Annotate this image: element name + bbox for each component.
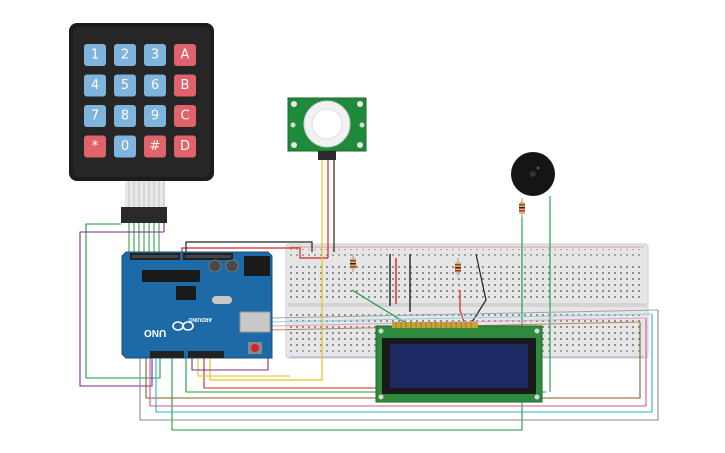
wire-lcd-top-cyan <box>269 313 653 323</box>
wire-red-lower <box>203 358 380 389</box>
keypad-connector <box>121 207 167 223</box>
keypad-key-label: 9 <box>151 109 159 124</box>
keypad-key-label: B <box>181 78 190 93</box>
wire-purple-left <box>79 212 165 387</box>
keypad-key-label: A <box>181 48 190 63</box>
keypad-key-A[interactable]: A <box>174 44 196 66</box>
wire-lcd-top-gray <box>269 309 659 319</box>
keypad-key-7[interactable]: 7 <box>84 105 106 127</box>
lcd-16x2[interactable] <box>375 322 543 403</box>
analog-header <box>188 351 224 358</box>
infinity-logo-icon <box>172 321 194 331</box>
keypad-key-4[interactable]: 4 <box>84 74 106 97</box>
keypad[interactable]: 1 2 3 A 4 5 6 B 7 8 9 C * 0 # D <box>69 23 214 223</box>
keypad-key-label: 5 <box>121 78 129 93</box>
power-header <box>150 351 184 358</box>
wire-black-gnd <box>185 241 313 252</box>
keypad-key-label: 4 <box>91 78 99 93</box>
wire-red-power <box>181 247 328 259</box>
keypad-key-label: * <box>92 139 99 154</box>
keypad-key-label: 2 <box>121 48 129 63</box>
piezo-buzzer[interactable] <box>511 152 555 196</box>
arduino-brand-label: ARDUINO <box>189 316 212 322</box>
crystal-icon <box>212 296 232 304</box>
keypad-key-D[interactable]: D <box>174 135 196 158</box>
wire-pir-yellow <box>209 160 323 381</box>
keypad-key-B[interactable]: B <box>174 74 196 97</box>
keypad-key-2[interactable]: 2 <box>114 44 136 66</box>
keypad-key-9[interactable]: 9 <box>144 105 166 127</box>
keypad-key-3[interactable]: 3 <box>144 44 166 66</box>
wire-lcd-gray <box>139 310 659 421</box>
keypad-ribbon <box>125 181 165 207</box>
keypad-key-label: # <box>150 139 161 154</box>
keypad-keys[interactable]: 1 2 3 A 4 5 6 B 7 8 9 C * 0 # D <box>84 44 196 158</box>
resistor-2[interactable] <box>455 258 461 276</box>
wire-lcd-pink <box>149 318 647 407</box>
keypad-key-6[interactable]: 6 <box>144 74 166 97</box>
lcd-screen <box>390 344 528 388</box>
keypad-key-star[interactable]: * <box>84 135 106 158</box>
keypad-key-label: 6 <box>151 78 159 93</box>
wire-green-left <box>85 223 161 379</box>
resistor-3[interactable] <box>519 198 525 218</box>
keypad-key-hash[interactable]: # <box>144 135 166 158</box>
keypad-key-label: 0 <box>121 139 129 154</box>
keypad-key-1[interactable]: 1 <box>84 44 106 66</box>
atmega-chip <box>142 270 200 282</box>
wire-buzzer-green-1 <box>171 216 523 431</box>
wire-lcd-cyan <box>155 314 653 413</box>
usb-port <box>239 311 271 333</box>
keypad-key-0[interactable]: 0 <box>114 135 136 158</box>
pir-sensor[interactable] <box>287 97 367 160</box>
uno-logo: UNO <box>144 327 166 338</box>
resistor-1[interactable] <box>350 254 356 272</box>
keypad-key-8[interactable]: 8 <box>114 105 136 127</box>
keypad-key-C[interactable]: C <box>174 105 196 127</box>
wire-bb-green-diag <box>351 289 405 323</box>
keypad-key-label: 7 <box>91 109 99 124</box>
keypad-key-label: 1 <box>91 48 99 63</box>
keypad-key-label: D <box>180 139 190 154</box>
lcd-pin-header <box>392 322 478 328</box>
keypad-key-5[interactable]: 5 <box>114 74 136 97</box>
uno-label: UNO <box>144 327 166 338</box>
wire-bb-black-3 <box>471 253 487 323</box>
wire-yellow-lower <box>197 358 290 377</box>
keypad-key-label: C <box>180 109 189 124</box>
power-jack <box>244 256 270 276</box>
keypad-key-label: 8 <box>121 109 129 124</box>
arduino-uno[interactable]: UNO ARDUINO <box>121 251 273 359</box>
keypad-key-label: 3 <box>151 48 159 63</box>
